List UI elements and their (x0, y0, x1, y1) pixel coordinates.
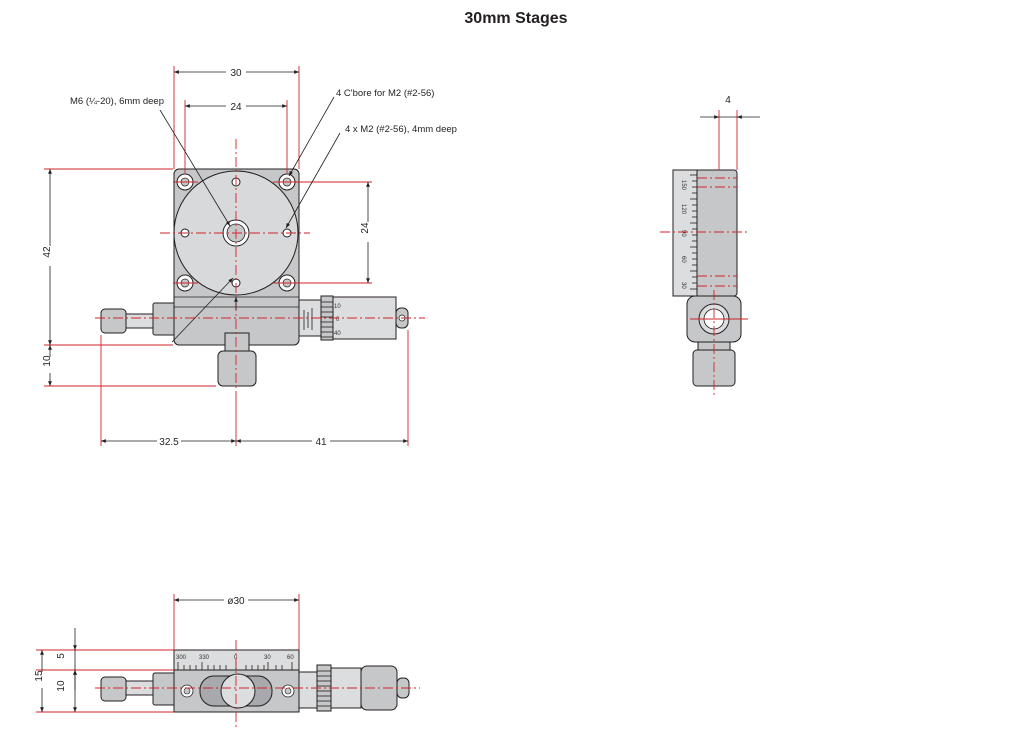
front-scale-mark: 300 (176, 655, 187, 661)
side-scale-ring (672, 169, 698, 297)
left-knob (100, 308, 127, 334)
dim-side-4: 4 (725, 95, 731, 106)
side-scale-mark: 60 (680, 256, 686, 263)
dim-hole-spacing-24: 24 (230, 102, 242, 113)
dim-front-5: 5 (56, 653, 67, 659)
micrometer-mark: 40 (334, 331, 341, 337)
front-scale-mark: 60 (287, 655, 294, 661)
top-view: 10 0 40 30 24 24 42 10 (42, 65, 457, 448)
side-scale-mark: 30 (680, 282, 686, 289)
side-scale-mark: 120 (680, 204, 686, 215)
dim-width-30: 30 (230, 68, 242, 79)
front-micrometer-sleeve (298, 671, 318, 709)
dim-left-32-5: 32.5 (159, 437, 179, 448)
dim-right-41: 41 (315, 437, 327, 448)
note-counterbore: 4 C'bore for M2 (#2-56) (336, 88, 434, 99)
micrometer-mark: 10 (334, 304, 341, 310)
side-view: 150 120 90 60 30 4 (660, 95, 760, 397)
micrometer-mark: 0 (336, 317, 340, 323)
side-scale-mark: 90 (680, 230, 686, 237)
front-view: 300 330 0 30 60 ø30 15 (34, 594, 420, 728)
front-left-knob (100, 676, 127, 702)
page-title: 30mm Stages (464, 10, 568, 27)
dim-vertical-24: 24 (360, 222, 371, 234)
dim-height-42: 42 (42, 246, 53, 258)
note-m2-taps: 4 x M2 (#2-56), 4mm deep (345, 124, 457, 135)
dim-lower-10: 10 (42, 355, 53, 367)
front-left-collar (152, 672, 176, 706)
note-center-tap: M6 (¼-20), 6mm deep (70, 96, 164, 107)
dim-diameter-30: ø30 (227, 596, 245, 607)
lock-screw-collar (224, 332, 250, 352)
dim-front-15: 15 (34, 670, 45, 682)
front-scale-mark: 330 (199, 655, 210, 661)
front-scale-mark: 30 (264, 655, 271, 661)
lock-screw-knob (217, 350, 257, 387)
left-knob-collar (152, 302, 176, 336)
side-scale-mark: 150 (680, 180, 686, 191)
left-knob-shaft (125, 313, 154, 329)
dim-front-10: 10 (56, 680, 67, 692)
front-lock-knob (220, 673, 256, 709)
